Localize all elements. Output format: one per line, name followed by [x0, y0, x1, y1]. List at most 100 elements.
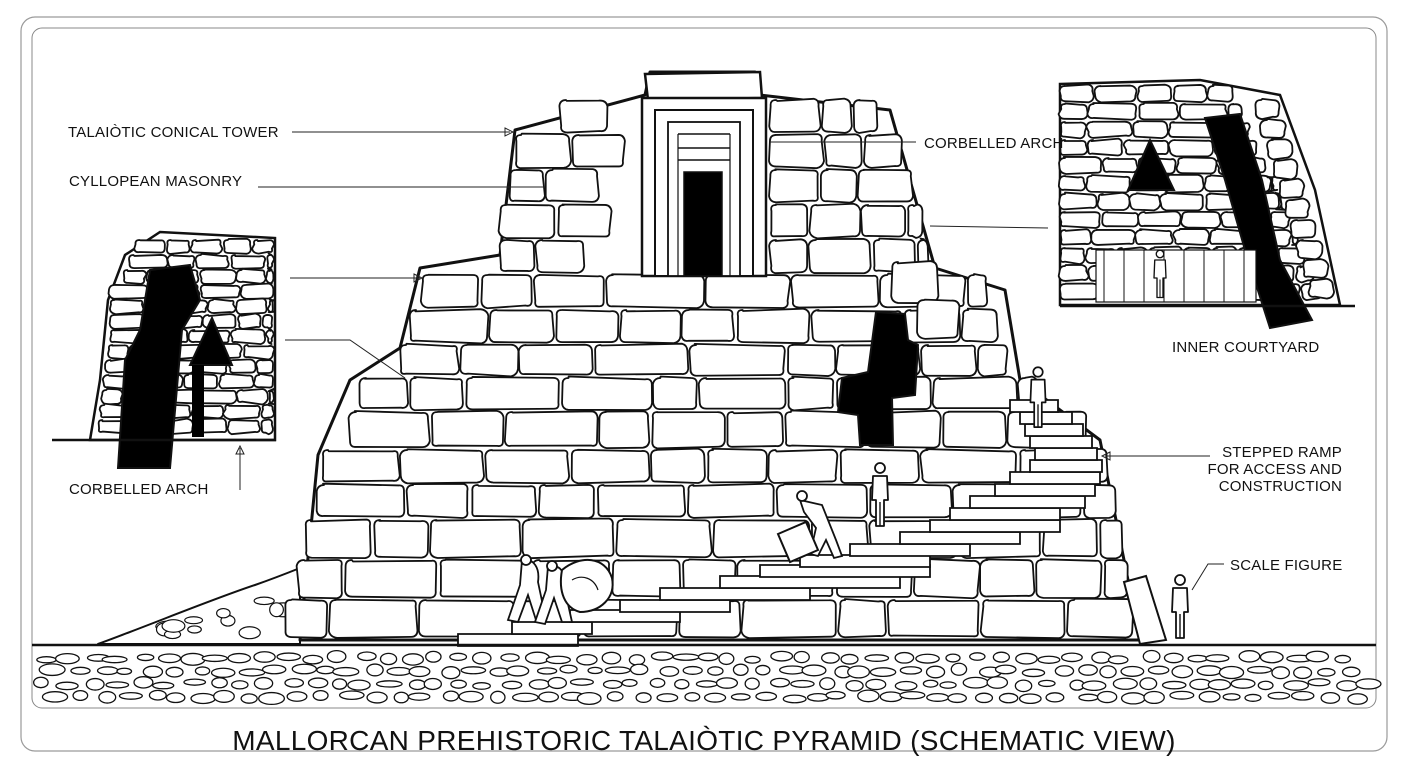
masonry-stone [235, 267, 267, 285]
masonry-stone [688, 343, 786, 377]
ground-cobble [1107, 655, 1129, 665]
masonry-stone [399, 448, 485, 485]
ground-cobble [899, 690, 926, 700]
masonry-stone [837, 598, 887, 639]
worker-pushing-group [506, 554, 614, 626]
masonry-stone [358, 377, 409, 410]
masonry-stone [820, 97, 853, 134]
masonry-course [408, 307, 999, 345]
ground-cobble [55, 681, 79, 691]
ramp-step [969, 495, 1086, 509]
ground-cobble [524, 651, 551, 665]
masonry-stone [1057, 175, 1087, 192]
masonry-stone [199, 284, 242, 299]
masonry-stone [107, 344, 130, 360]
ground-cobble [302, 654, 324, 665]
masonry-course [497, 202, 924, 240]
worker-head [796, 490, 808, 502]
ground-cobble [925, 665, 946, 679]
masonry-stone [886, 599, 980, 638]
ground-cobble [621, 678, 638, 687]
ground-cobble [778, 665, 806, 675]
masonry-stone [429, 518, 522, 559]
ground-cobble [1045, 692, 1065, 703]
ground-cobble [1267, 691, 1291, 700]
ground-cobble [357, 651, 377, 662]
ground-cobble [545, 655, 571, 665]
label-scale-figure: SCALE FIGURE [1230, 557, 1342, 574]
label-corbelled-arch-left: CORBELLED ARCH [69, 481, 209, 498]
ground-cobble [284, 677, 305, 688]
right-edge-stone [1259, 117, 1287, 139]
ground-cobble [194, 666, 211, 676]
masonry-stone [594, 342, 690, 376]
ground-cobble [449, 652, 468, 662]
masonry-stone [252, 372, 274, 389]
masonry-stone [967, 273, 989, 308]
mound-stones [155, 596, 297, 640]
ground-cobble [1207, 679, 1232, 691]
ground-cobble [986, 676, 1009, 689]
ground-cobble [659, 665, 680, 677]
ground-cobble [602, 679, 623, 689]
masonry-stone [264, 328, 275, 345]
masonry-stone [619, 309, 682, 344]
ground-cobble [684, 692, 701, 702]
ground-cobble [116, 667, 133, 676]
right-edge-stone [1295, 239, 1324, 261]
ground-cobble [945, 653, 961, 663]
masonry-stone [697, 377, 787, 410]
worker-head [546, 560, 558, 572]
ground-cobble [947, 693, 967, 704]
masonry-stone [768, 133, 825, 170]
ground-cobble [587, 666, 603, 675]
ground-cobble [152, 681, 175, 690]
right-edge-stone [1284, 197, 1311, 219]
ground-cobble [1120, 692, 1146, 705]
masonry-stone [823, 133, 863, 169]
left-section-course [133, 237, 276, 255]
ground-cobble [442, 690, 460, 702]
ground-cobble [879, 691, 903, 703]
ground-cobble [70, 666, 91, 675]
masonry-stone [295, 559, 343, 600]
ground-cobble [460, 666, 487, 675]
masonry-stone [784, 409, 867, 449]
ground-cobble [213, 689, 235, 703]
ground-cobble [1283, 680, 1309, 691]
ground-cobble [847, 665, 871, 679]
label-corbelled-arch-top: CORBELLED ARCH [924, 135, 1064, 152]
ground-cobble [366, 691, 388, 704]
ramp-step [949, 507, 1061, 521]
ground-cobble [782, 694, 807, 704]
masonry-stone [166, 239, 191, 255]
masonry-stone [976, 343, 1009, 378]
ground-cobble [1355, 678, 1382, 690]
masonry-stone [260, 418, 274, 436]
ground-cobble [950, 662, 968, 676]
left-corbelled-section [52, 230, 277, 469]
ground-cobble [38, 663, 66, 677]
ground-cobble [36, 656, 57, 664]
ramp-step [511, 621, 593, 635]
ground-cobble [674, 678, 690, 690]
mound-stone [184, 616, 204, 625]
ramp-step [619, 599, 731, 613]
right-edge-stone [1266, 138, 1294, 161]
ground-cobble [635, 692, 652, 704]
worker-mid-ramp-figure [871, 462, 889, 527]
ground-cobble [992, 651, 1011, 663]
masonry-course [515, 132, 903, 170]
masonry-stone [1059, 228, 1093, 246]
ground-cobble [569, 678, 594, 686]
masonry-stone [373, 519, 430, 559]
masonry-stone [532, 273, 605, 308]
masonry-stone [237, 312, 262, 330]
masonry-stone [740, 599, 837, 640]
masonry-stone [230, 254, 267, 270]
masonry-stone [650, 447, 706, 484]
ground-cobble [672, 653, 700, 661]
ground-cobble [899, 666, 923, 675]
masonry-stone [1206, 83, 1234, 103]
masonry-stone [1096, 191, 1131, 211]
